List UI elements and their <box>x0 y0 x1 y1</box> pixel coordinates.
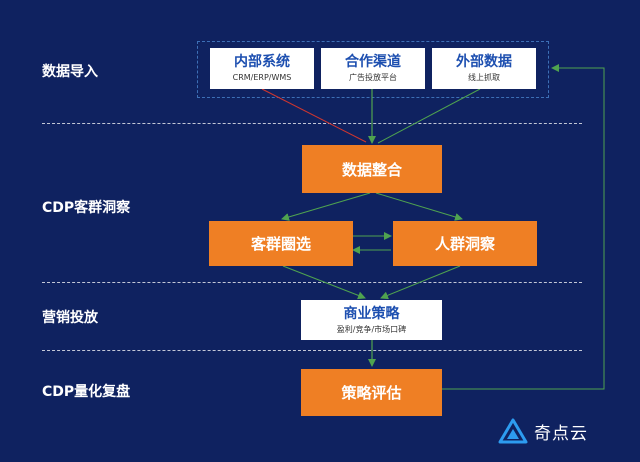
row-label-data-import: 数据导入 <box>42 64 98 80</box>
source-partner-channels: 合作渠道 广告投放平台 <box>321 48 425 89</box>
node-audience-insight: 人群洞察 <box>393 221 537 266</box>
source-external-subtitle: 线上抓取 <box>468 73 500 82</box>
data-source-group <box>197 41 549 98</box>
row-label-cdp-review: CDP量化复盘 <box>42 384 131 400</box>
connector-external-to-integration <box>377 88 481 144</box>
source-internal-title: 内部系统 <box>234 54 290 70</box>
connector-integration-to-selection <box>281 192 371 221</box>
source-internal-systems: 内部系统 CRM/ERP/WMS <box>210 48 314 89</box>
node-strategy-evaluation: 策略评估 <box>301 369 442 416</box>
brand-logo-text: 奇点云 <box>534 423 588 444</box>
strategy-subtitle: 盈利/竞争/市场口碑 <box>336 325 407 334</box>
divider-2 <box>42 282 582 283</box>
divider-3 <box>42 350 582 351</box>
brand-logo-icon <box>498 418 528 444</box>
source-internal-subtitle: CRM/ERP/WMS <box>232 73 292 82</box>
source-external-data: 外部数据 线上抓取 <box>432 48 536 89</box>
strategy-title: 商业策略 <box>343 306 400 322</box>
row-label-cdp-insight: CDP客群洞察 <box>42 200 131 216</box>
source-partner-title: 合作渠道 <box>345 54 401 70</box>
divider-1 <box>42 123 582 124</box>
source-partner-subtitle: 广告投放平台 <box>349 73 397 82</box>
connector-feedback-loop <box>441 64 605 390</box>
node-audience-selection: 客群圈选 <box>209 221 353 266</box>
connector-integration-to-insight <box>375 192 463 221</box>
connector-selection-to-strategy <box>282 265 366 300</box>
brand-logo: 奇点云 <box>498 418 588 444</box>
connector-insight-to-strategy <box>380 265 461 300</box>
connector-red <box>261 88 367 143</box>
source-external-title: 外部数据 <box>456 54 512 70</box>
node-business-strategy: 商业策略 盈利/竞争/市场口碑 <box>301 300 442 340</box>
node-data-integration: 数据整合 <box>302 145 442 193</box>
row-label-marketing: 营销投放 <box>42 310 98 326</box>
